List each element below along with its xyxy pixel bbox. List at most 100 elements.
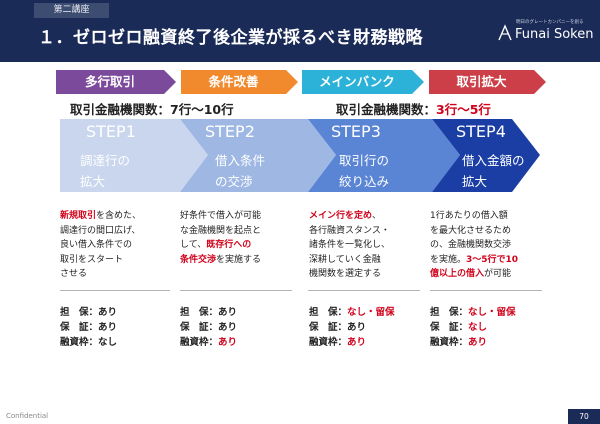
tanpo-label: 担 保： (180, 307, 219, 318)
desc-line: させる (60, 269, 88, 279)
yushi-value: あり (347, 337, 367, 348)
tanpo-value: なし・留保 (347, 307, 395, 318)
hosho-label: 保 証： (430, 322, 469, 333)
step3-attributes: 担 保：なし・留保 保 証：あり 融資枠：あり (309, 305, 395, 350)
desc-text: して、 (180, 240, 207, 250)
step1-label: 調達行の 拡大 (80, 150, 130, 192)
desc-line: 好条件で借入が可能 (180, 211, 262, 221)
hosho-value: なし (468, 322, 488, 333)
step3-description: メイン行を定め、 各行融資スタンス・ 諸条件を一覧化し、 深耕していく金融 機関… (309, 209, 390, 282)
desc-text: を実施する (216, 254, 262, 265)
yushi-label: 融資枠： (180, 337, 219, 348)
step3-chevron (308, 119, 460, 192)
desc-highlight: 億以上の借入 (430, 269, 485, 279)
count-right-value: 3行〜5行 (436, 102, 491, 117)
desc-line: 調達行の間口広げ、 (60, 225, 141, 236)
yushi-label: 融資枠： (430, 337, 469, 348)
desc-line: を最大化させるため (430, 225, 512, 236)
tanpo-label: 担 保： (309, 307, 348, 318)
category-label: 多行取引 (84, 74, 135, 89)
desc-highlight: 既存行への (206, 240, 252, 250)
desc-text: 、 (372, 211, 382, 221)
step1-line2: 拡大 (80, 174, 106, 189)
desc-highlight: 3〜5行で10 (466, 254, 519, 265)
count-left-prefix: 取引金融機関数： (70, 102, 171, 117)
category-tagihiki: 多行取引 (56, 70, 176, 94)
yushi-value: なし (98, 337, 118, 348)
desc-line: 各行融資スタンス・ (309, 225, 390, 236)
desc-highlight: 条件交渉 (180, 254, 217, 265)
company-logo: 明日のグレートカンパニーを創る Funai Soken (496, 12, 594, 52)
divider (180, 290, 292, 291)
category-label: 取引拡大 (456, 74, 507, 89)
step2-title: STEP2 (205, 122, 255, 141)
step3-title: STEP3 (331, 122, 381, 141)
desc-highlight: 新規取引 (60, 211, 97, 221)
step2-line1: 借入条件 (215, 153, 266, 168)
hosho-label: 保 証： (309, 322, 348, 333)
tanpo-label: 担 保： (60, 307, 99, 318)
logo-tagline: 明日のグレートカンパニーを創る (516, 20, 584, 25)
step1-title: STEP1 (86, 122, 136, 141)
step3-label: 取引行の 絞り込み (339, 150, 389, 192)
tanpo-value: あり (218, 307, 238, 318)
yushi-value: あり (218, 337, 238, 348)
step2-description: 好条件で借入が可能 な金融機関を起点と して、既存行への 条件交渉を実施する (180, 209, 261, 267)
step4-chevron (432, 119, 540, 192)
hosho-label: 保 証： (180, 322, 219, 333)
category-label: メインバンク (319, 74, 395, 89)
tanpo-value: あり (98, 307, 118, 318)
step2-attributes: 担 保：あり 保 証：あり 融資枠：あり (180, 305, 237, 350)
desc-text: を実施。 (430, 254, 467, 265)
logo-text: Funai Soken (515, 27, 594, 42)
step4-line1: 借入金額の (462, 153, 525, 168)
desc-text: を含めた、 (96, 211, 142, 221)
category-label: 条件改善 (208, 74, 259, 89)
divider (308, 290, 420, 291)
logo-mark-icon (498, 24, 512, 41)
step2-chevron (180, 119, 336, 192)
hosho-value: あり (218, 322, 238, 333)
step4-line2: 拡大 (462, 174, 488, 189)
desc-line: な金融機関を起点と (180, 225, 262, 236)
step3-line2: 絞り込み (339, 174, 390, 189)
step2-line2: の交渉 (215, 174, 253, 189)
count-right-prefix: 取引金融機関数： (336, 102, 437, 117)
desc-highlight: メイン行を定め (309, 211, 373, 221)
desc-line: 諸条件を一覧化し、 (309, 240, 391, 250)
count-left-value: 7行〜10行 (170, 102, 234, 117)
divider (430, 290, 542, 291)
desc-line: 機関数を選定する (309, 269, 382, 279)
desc-line: 良い借入条件での (60, 240, 133, 250)
divider (60, 290, 170, 291)
page-title: １．ゼロゼロ融資終了後企業が採るべき財務戦略 (38, 28, 423, 48)
desc-text: が可能 (484, 269, 512, 279)
desc-line: 1行あたりの借入額 (430, 211, 508, 221)
section-tag: 第二講座 (34, 3, 109, 18)
category-joken-kaizen: 条件改善 (181, 70, 298, 94)
step1-line1: 調達行の (80, 153, 131, 168)
yushi-value: あり (468, 337, 488, 348)
tanpo-label: 担 保： (430, 307, 469, 318)
count-left: 取引金融機関数：7行〜10行 (70, 99, 234, 118)
step1-attributes: 担 保：あり 保 証：あり 融資枠：なし (60, 305, 117, 350)
count-right: 取引金融機関数：3行〜5行 (336, 99, 491, 118)
step4-label: 借入金額の 拡大 (462, 150, 525, 192)
yushi-label: 融資枠： (60, 337, 99, 348)
step4-attributes: 担 保：なし・留保 保 証：なし 融資枠：あり (430, 305, 516, 350)
category-main-bank: メインバンク (302, 70, 424, 94)
step4-title: STEP4 (456, 122, 506, 141)
confidential-label: Confidential (6, 412, 49, 420)
hosho-value: あり (347, 322, 367, 333)
yushi-label: 融資枠： (309, 337, 348, 348)
step2-label: 借入条件 の交渉 (215, 150, 265, 192)
category-torihiki-kakudai: 取引拡大 (429, 70, 546, 94)
hosho-label: 保 証： (60, 322, 99, 333)
desc-line: 取引をスタート (60, 254, 124, 265)
step3-line1: 取引行の (339, 153, 390, 168)
hosho-value: あり (98, 322, 118, 333)
tanpo-value: なし・留保 (468, 307, 516, 318)
steps-chevron-strip (60, 119, 540, 192)
desc-line: 深耕していく金融 (309, 254, 381, 265)
page-number: 70 (568, 409, 600, 424)
